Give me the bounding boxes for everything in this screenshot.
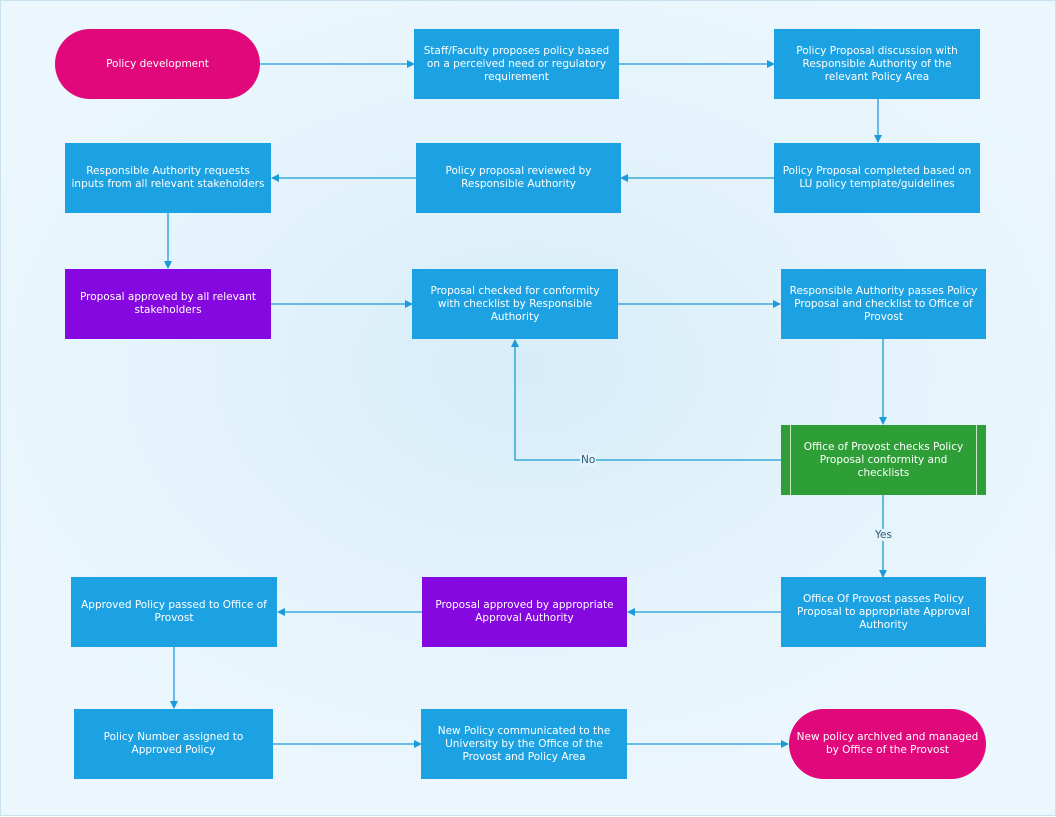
node-number-assigned[interactable]: Policy Number assigned to Approved Polic…: [74, 709, 273, 779]
node-provost-passes-approval[interactable]: Office Of Provost passes Policy Proposal…: [781, 577, 986, 647]
node-proposal-reviewed[interactable]: Policy proposal reviewed by Responsible …: [416, 143, 621, 213]
edge-provost-checks-no-to-checked: [511, 339, 781, 461]
edge-label-no: No: [580, 454, 597, 466]
node-passes-to-provost[interactable]: Responsible Authority passes Policy Prop…: [781, 269, 986, 339]
node-label: New Policy communicated to the Universit…: [437, 724, 611, 763]
node-policy-development[interactable]: Policy development: [55, 29, 260, 99]
node-label: Policy development: [106, 57, 209, 70]
node-label: Office of Provost checks Policy Proposal…: [803, 440, 964, 479]
node-approved-by-authority[interactable]: Proposal approved by appropriate Approva…: [422, 577, 627, 647]
node-label: Responsible Authority passes Policy Prop…: [789, 284, 978, 323]
edge-label-yes: Yes: [874, 529, 893, 541]
node-label: Staff/Faculty proposes policy based on a…: [423, 44, 610, 83]
node-label: Proposal approved by appropriate Approva…: [435, 599, 614, 624]
node-label: Approved Policy passed to Office of Prov…: [81, 599, 267, 624]
node-label: Policy Proposal completed based on LU po…: [782, 165, 972, 190]
node-label: Proposal checked for conformity with che…: [430, 284, 600, 323]
node-label: New policy archived and managed by Offic…: [796, 731, 979, 756]
node-approved-by-stakeholders[interactable]: Proposal approved by all relevant stakeh…: [65, 269, 271, 339]
node-archived[interactable]: New policy archived and managed by Offic…: [789, 709, 986, 779]
node-approved-passed-provost[interactable]: Approved Policy passed to Office of Prov…: [71, 577, 277, 647]
node-checked-conformity[interactable]: Proposal checked for conformity with che…: [412, 269, 618, 339]
node-provost-checks[interactable]: Office of Provost checks Policy Proposal…: [781, 425, 986, 495]
node-label: Office Of Provost passes Policy Proposal…: [797, 592, 970, 631]
node-communicated[interactable]: New Policy communicated to the Universit…: [421, 709, 627, 779]
node-label: Policy proposal reviewed by Responsible …: [445, 165, 592, 190]
node-label: Policy Number assigned to Approved Polic…: [103, 731, 244, 756]
node-requests-inputs[interactable]: Responsible Authority requests inputs fr…: [65, 143, 271, 213]
node-label: Proposal approved by all relevant stakeh…: [79, 291, 257, 316]
node-label: Responsible Authority requests inputs fr…: [71, 165, 265, 190]
node-label: Policy Proposal discussion with Responsi…: [796, 44, 958, 83]
node-proposal-discussion[interactable]: Policy Proposal discussion with Responsi…: [774, 29, 980, 99]
node-staff-proposes[interactable]: Staff/Faculty proposes policy based on a…: [414, 29, 619, 99]
node-proposal-completed[interactable]: Policy Proposal completed based on LU po…: [774, 143, 980, 213]
